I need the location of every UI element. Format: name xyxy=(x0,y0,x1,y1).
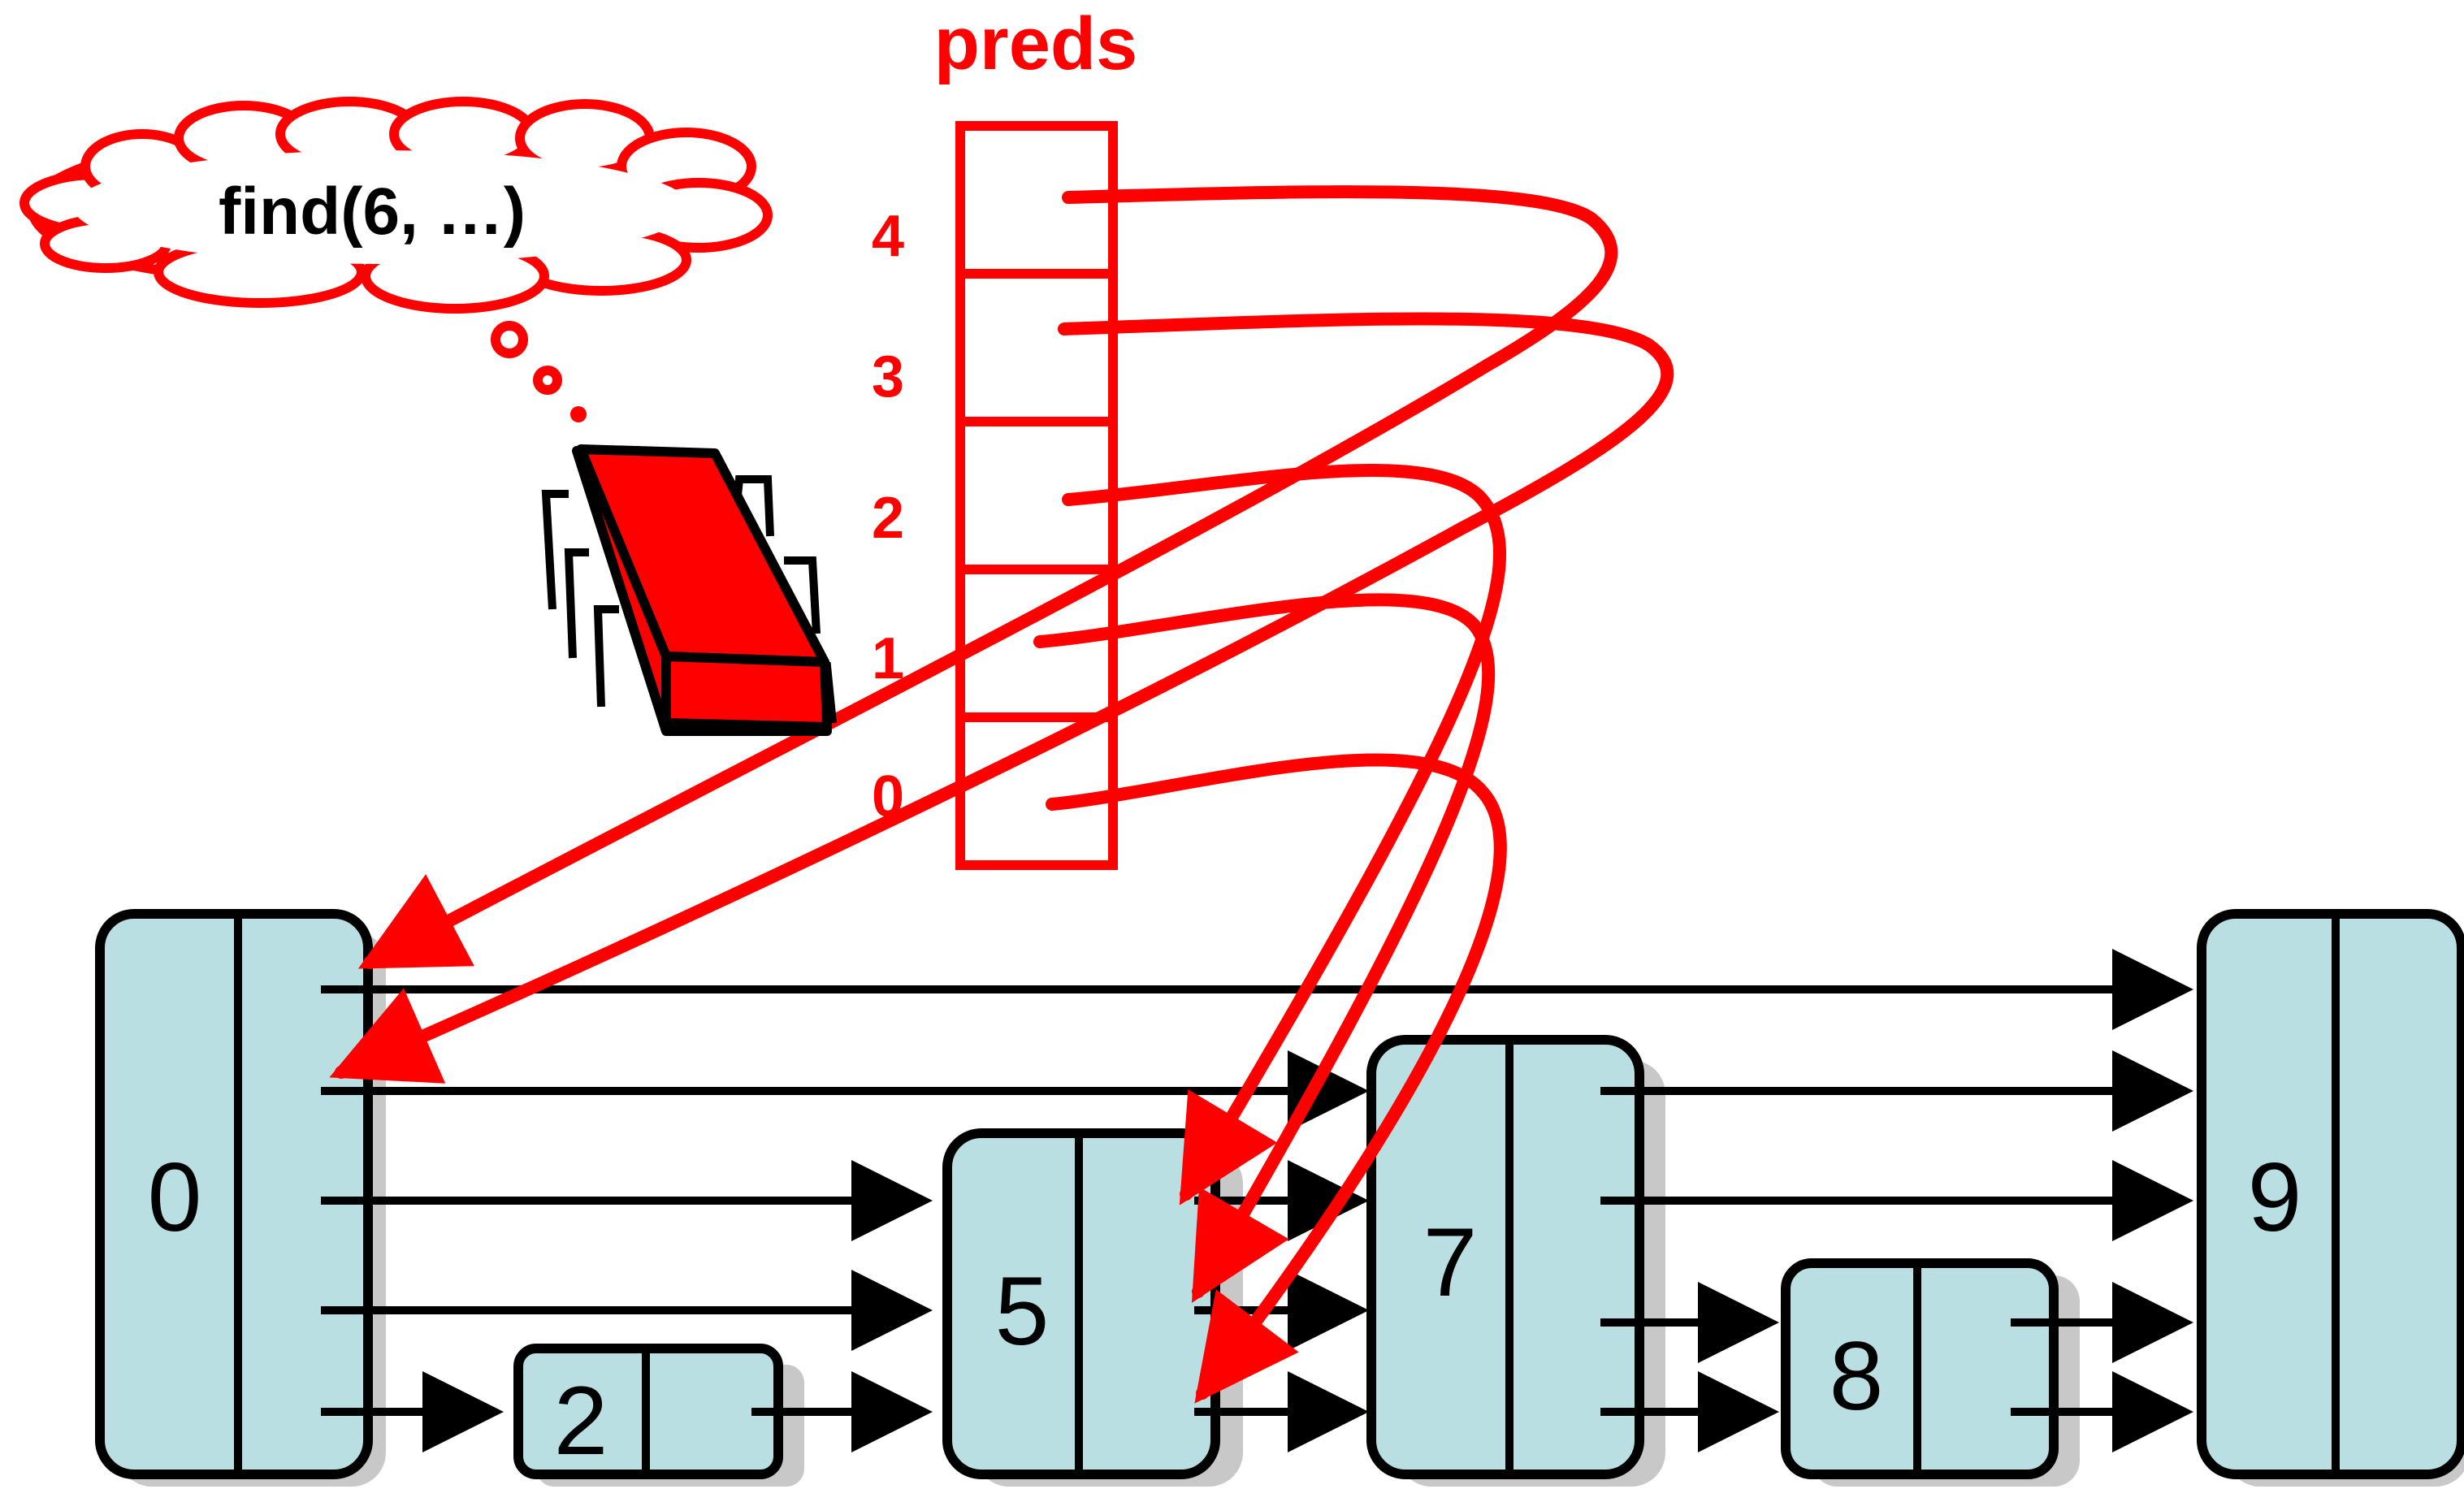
thought-text: find(6, …) xyxy=(219,175,526,249)
node-5: 5 xyxy=(942,1128,1220,1479)
preds-level-label: 4 xyxy=(872,204,904,269)
node-key: 2 xyxy=(554,1366,608,1475)
node-key: 8 xyxy=(1830,1322,1884,1431)
thought-bubbles xyxy=(491,321,562,395)
pred-arrow-3 xyxy=(329,312,1674,1084)
node-key: 9 xyxy=(2248,1143,2302,1252)
pred-arrows xyxy=(329,185,1674,1404)
node-0: 0 xyxy=(95,909,373,1479)
node-7: 7 xyxy=(1366,1035,1644,1479)
preds-level-label: 3 xyxy=(872,344,904,409)
node-key: 7 xyxy=(1423,1208,1478,1317)
node-2: 2 xyxy=(513,1344,783,1479)
pred-arrow-2 xyxy=(1062,464,1507,1205)
node-key: 5 xyxy=(995,1257,1050,1366)
pred-arrow-1 xyxy=(1033,593,1496,1303)
preds-level-label: 2 xyxy=(872,486,904,551)
thought-dot xyxy=(570,406,587,422)
thread-robot-icon xyxy=(541,444,837,736)
pred-arrow-4 xyxy=(357,185,1618,969)
preds-level-labels: 4 3 2 1 0 xyxy=(872,204,904,829)
thought-cloud xyxy=(19,97,773,314)
pred-arrow-0 xyxy=(1046,753,1507,1404)
node-9: 9 xyxy=(2197,909,2464,1479)
node-8: 8 xyxy=(1781,1258,2059,1479)
node-key: 0 xyxy=(148,1143,202,1252)
preds-title: preds xyxy=(934,2,1138,85)
